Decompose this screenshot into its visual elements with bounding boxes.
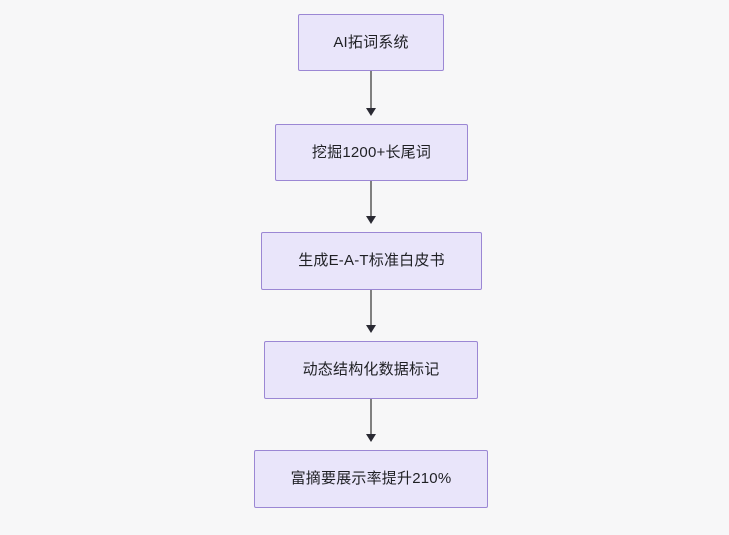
flow-node-mine-longtail-keywords[interactable]: 挖掘1200+长尾词 [275,124,468,181]
flow-node-rich-snippet-impression-lift[interactable]: 富摘要展示率提升210% [254,450,488,508]
arrowhead-icon [365,325,376,333]
arrowhead-icon [365,108,376,116]
flow-node-dynamic-structured-data-markup[interactable]: 动态结构化数据标记 [264,341,478,399]
edge-line [370,290,372,325]
arrowhead-icon [365,216,376,224]
edge-line [370,181,372,216]
edge-line [370,71,372,108]
edge-line [370,399,372,434]
arrowhead-icon [365,434,376,442]
flow-node-ai-keyword-system[interactable]: AI拓词系统 [298,14,444,71]
flow-node-generate-eat-whitepaper[interactable]: 生成E-A-T标准白皮书 [261,232,482,290]
